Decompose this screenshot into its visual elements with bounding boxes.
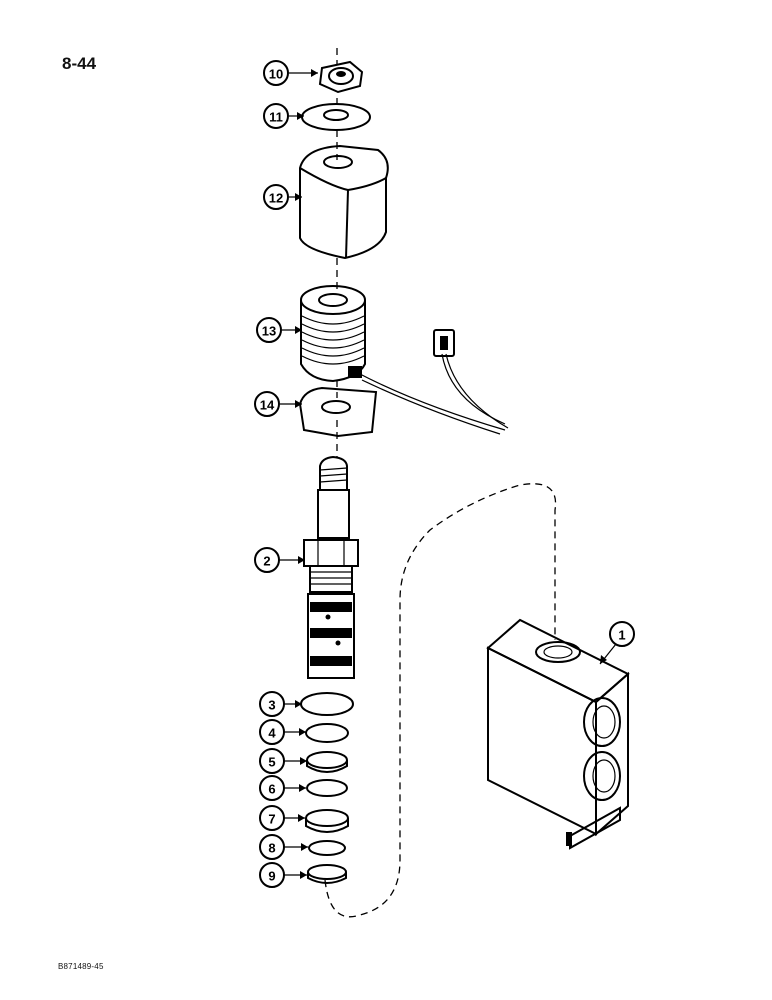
leader-arrowheads [295, 69, 607, 879]
coil-mounting-plate [298, 386, 378, 438]
svg-text:9: 9 [268, 869, 275, 884]
svg-text:12: 12 [269, 191, 283, 206]
svg-text:6: 6 [268, 782, 275, 797]
seal-ring [306, 751, 348, 773]
callout-14: 14 [254, 391, 280, 417]
svg-text:1: 1 [618, 628, 625, 643]
callout-1: 1 [609, 621, 635, 647]
svg-text:2: 2 [263, 554, 270, 569]
figure-code: B871489-45 [58, 962, 104, 971]
valve-manifold-block [486, 618, 630, 850]
callout-5: 5 [259, 748, 285, 774]
backup-ring [305, 723, 349, 743]
seal-ring-lower [307, 864, 347, 884]
valve-cartridge [303, 455, 359, 679]
wire-connector [433, 329, 455, 357]
svg-text:10: 10 [269, 67, 283, 82]
callout-leaders [279, 72, 617, 876]
washer [301, 103, 371, 131]
callout-8: 8 [259, 834, 285, 860]
svg-text:4: 4 [268, 726, 276, 741]
svg-text:7: 7 [268, 812, 275, 827]
svg-text:11: 11 [269, 110, 283, 125]
callout-11: 11 [263, 103, 289, 129]
svg-text:13: 13 [262, 324, 276, 339]
callout-7: 7 [259, 805, 285, 831]
callout-2: 2 [254, 547, 280, 573]
callout-10: 10 [263, 60, 289, 86]
svg-text:5: 5 [268, 755, 275, 770]
o-ring-small [306, 779, 348, 797]
o-ring [300, 692, 354, 716]
callout-4: 4 [259, 719, 285, 745]
solenoid-coil [300, 285, 366, 383]
coil-wire-lead [359, 353, 509, 435]
backup-ring-lower [305, 809, 349, 833]
svg-text:3: 3 [268, 698, 275, 713]
callout-9: 9 [259, 862, 285, 888]
solenoid-cover [299, 144, 389, 260]
svg-text:14: 14 [260, 398, 275, 413]
callout-3: 3 [259, 691, 285, 717]
hex-nut [318, 60, 364, 94]
callout-12: 12 [263, 184, 289, 210]
svg-text:8: 8 [268, 841, 275, 856]
assembly-guide-path [324, 483, 557, 918]
page-number: 8-44 [62, 54, 97, 73]
callout-13: 13 [256, 317, 282, 343]
callout-6: 6 [259, 775, 285, 801]
o-ring-lower [308, 840, 346, 856]
